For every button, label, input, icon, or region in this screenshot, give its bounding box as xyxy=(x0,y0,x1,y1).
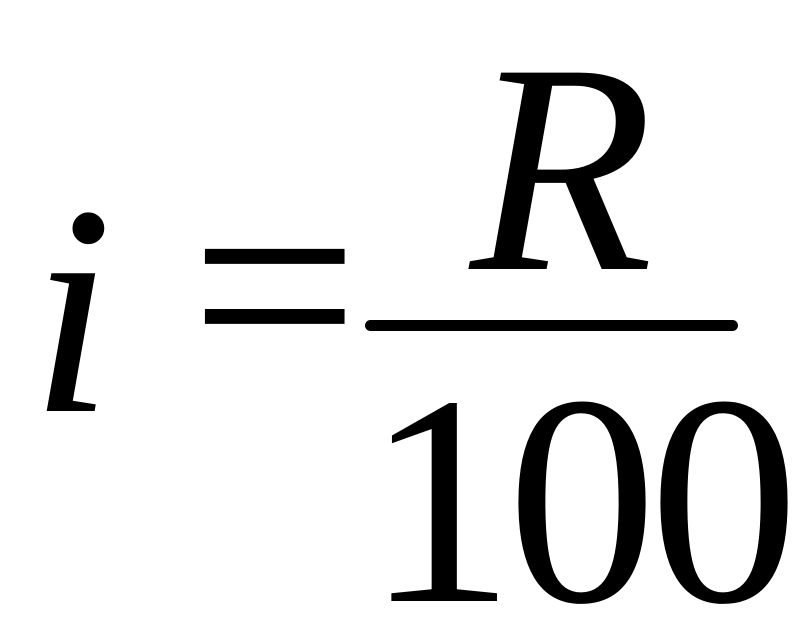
fraction-numerator: R xyxy=(470,2,654,334)
fraction-denominator: 100 xyxy=(365,334,793,630)
equals-sign: = xyxy=(190,119,360,451)
fraction-bar xyxy=(365,320,738,331)
variable-i: i xyxy=(30,144,114,476)
